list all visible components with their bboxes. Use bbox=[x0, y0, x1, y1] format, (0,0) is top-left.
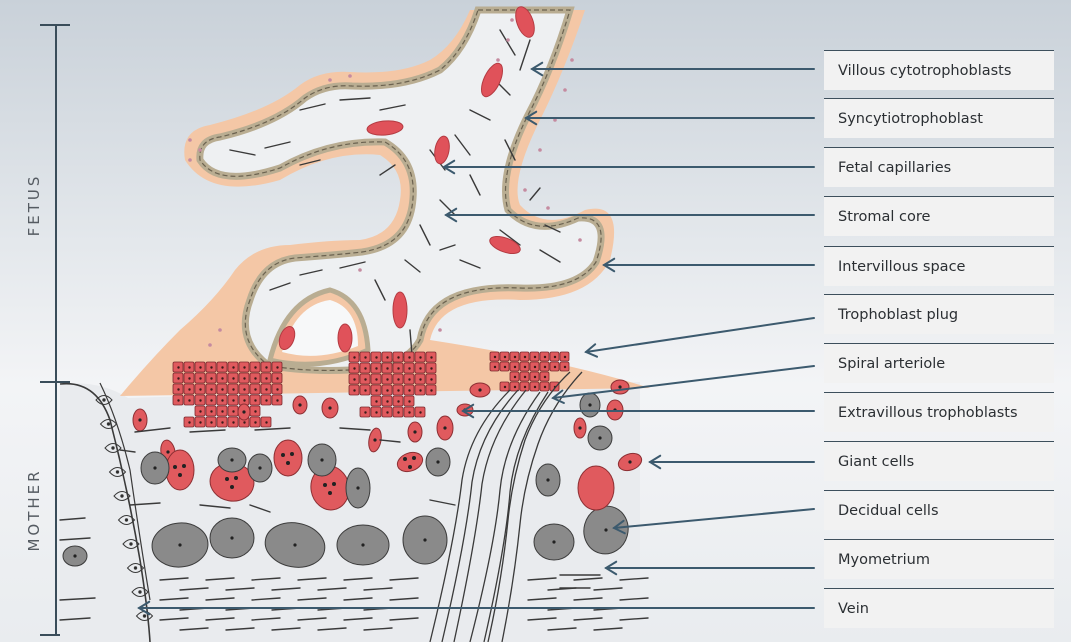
label-intervillous-space: Intervillous space bbox=[824, 246, 1054, 286]
label-fetal-capillaries: Fetal capillaries bbox=[824, 147, 1054, 187]
arrow-syncytiotrophoblast bbox=[526, 112, 814, 125]
fetus-bracket bbox=[40, 25, 70, 382]
label-stromal-core: Stromal core bbox=[824, 196, 1054, 236]
mother-label: MOTHER bbox=[25, 468, 43, 551]
arrow-trophoblast-plug bbox=[586, 318, 814, 357]
label-giant-cells: Giant cells bbox=[824, 441, 1054, 481]
villous-tree bbox=[120, 4, 650, 396]
arrow-intervillous-space bbox=[604, 259, 814, 272]
label-myometrium: Myometrium bbox=[824, 539, 1054, 579]
label-villous-cytotrophoblasts: Villous cytotrophoblasts bbox=[824, 50, 1054, 90]
arrow-decidual-cells bbox=[614, 509, 814, 533]
label-syncytiotrophoblast: Syncytiotrophoblast bbox=[824, 98, 1054, 138]
arrow-villous-cytotrophoblasts bbox=[532, 63, 814, 76]
arrow-giant-cells bbox=[650, 456, 814, 469]
label-decidual-cells: Decidual cells bbox=[824, 490, 1054, 530]
label-trophoblast-plug: Trophoblast plug bbox=[824, 294, 1054, 334]
label-spiral-arteriole: Spiral arteriole bbox=[824, 343, 1054, 383]
fetus-label: FETUS bbox=[25, 174, 43, 237]
label-extravillous-trophoblasts: Extravillous trophoblasts bbox=[824, 392, 1054, 432]
label-vein: Vein bbox=[824, 588, 1054, 628]
